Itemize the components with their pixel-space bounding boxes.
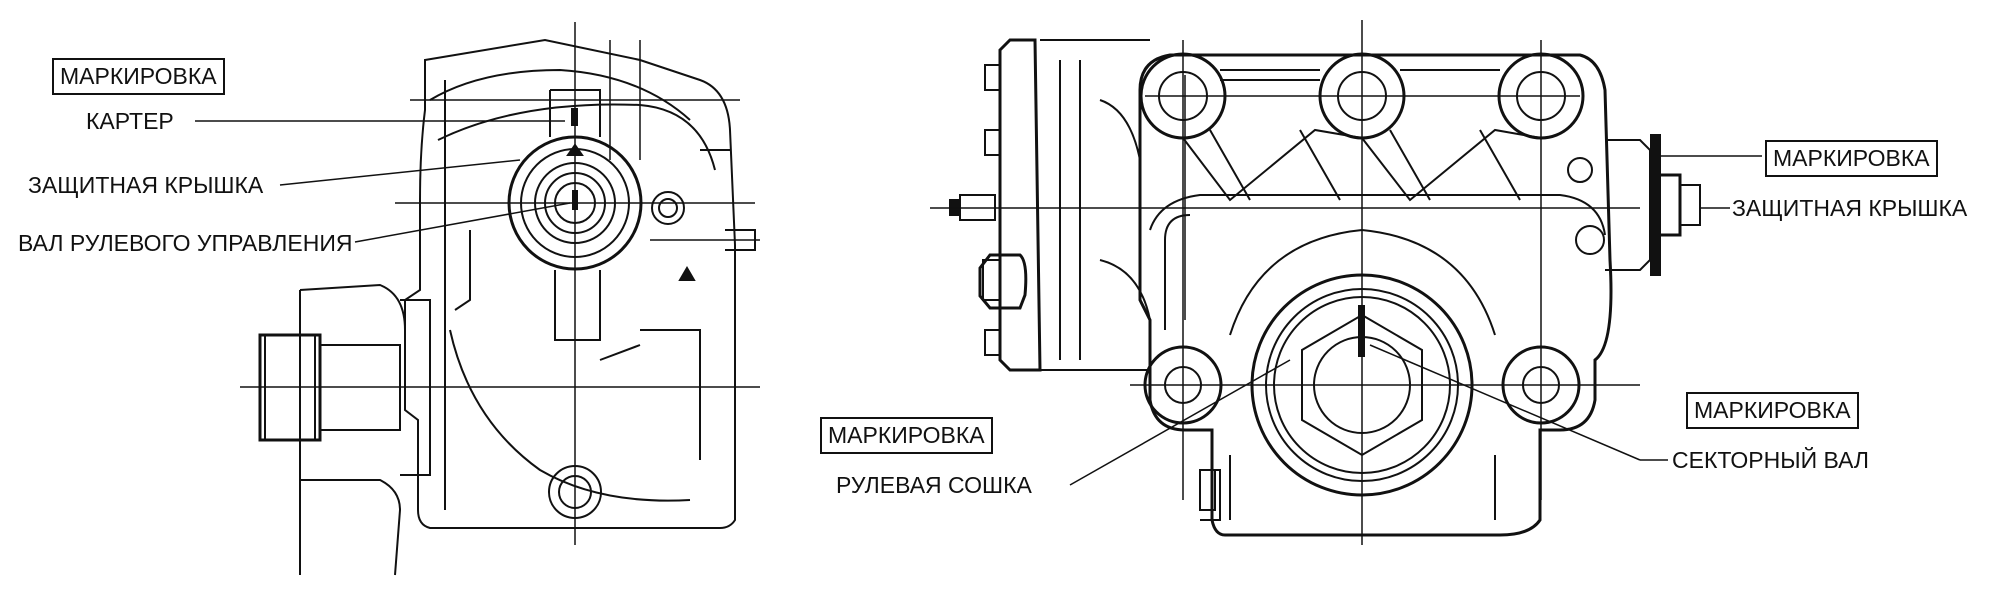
right-marking-box-left: МАРКИРОВКА bbox=[820, 417, 993, 454]
right-pitman-arm-label: РУЛЕВАЯ СОШКА bbox=[836, 472, 1032, 498]
right-marking-box-right: МАРКИРОВКА bbox=[1686, 392, 1859, 429]
right-marking-box-top: МАРКИРОВКА bbox=[1765, 140, 1938, 177]
right-leader-lines bbox=[1069, 155, 1762, 486]
right-steering-gear-view bbox=[930, 20, 1701, 545]
left-small-bolt bbox=[651, 191, 685, 225]
right-housing-outline bbox=[1138, 53, 1613, 537]
right-left-flange bbox=[998, 38, 1042, 372]
left-steering-gear-view bbox=[240, 22, 760, 576]
left-marking-box: МАРКИРОВКА bbox=[52, 58, 225, 95]
left-housing-outline bbox=[404, 38, 736, 529]
right-cover-label: ЗАЩИТНАЯ КРЫШКА bbox=[1732, 195, 1968, 221]
left-cover-label: ЗАЩИТНАЯ КРЫШКА bbox=[28, 172, 264, 198]
right-sector-shaft-label: СЕКТОРНЫЙ ВАЛ bbox=[1672, 447, 1870, 473]
left-leader-lines bbox=[195, 120, 571, 243]
left-housing-label: КАРТЕР bbox=[86, 108, 174, 134]
left-shaft-label: ВАЛ РУЛЕВОГО УПРАВЛЕНИЯ bbox=[18, 230, 353, 256]
